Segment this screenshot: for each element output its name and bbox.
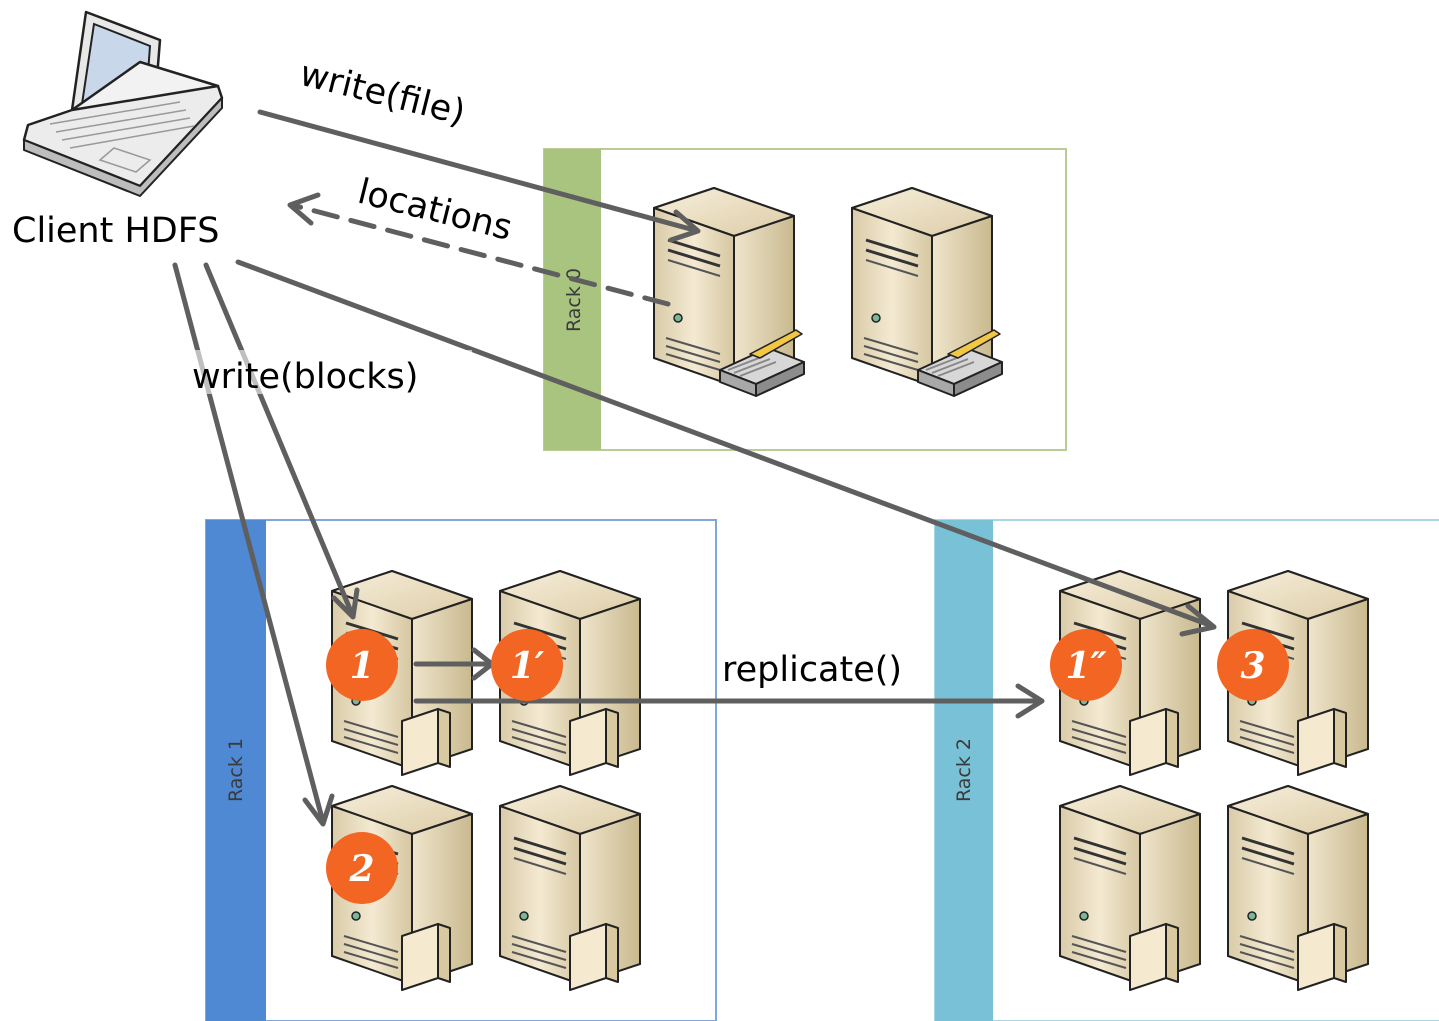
rack-2-band [935, 520, 993, 1021]
arrow-locations-head [287, 192, 321, 226]
arrow-write-blocks-1 [203, 262, 355, 617]
arrow-write-blocks-2-head [302, 793, 335, 827]
arrow-locations [293, 203, 671, 307]
rack-1-label: Rack 1 [225, 738, 247, 802]
label-write-file: write(file) [296, 54, 469, 134]
server-rack2-c [1058, 784, 1202, 991]
block-badge-1-double-prime-text: 1″ [1065, 645, 1106, 687]
block-badge-1-text: 1 [349, 645, 374, 687]
arrow-write-file-head [668, 209, 701, 243]
label-write-blocks: write(blocks) [192, 357, 418, 397]
arrow-write-file [257, 109, 697, 233]
server-rack0-a [652, 186, 805, 397]
block-badge-2: 2 [326, 832, 398, 904]
rack-1-band [206, 520, 266, 1021]
label-locations: locations [354, 172, 516, 249]
rack-2-label: Rack 2 [953, 738, 975, 802]
server-rack0-b [850, 186, 1003, 397]
client-label: Client HDFS [12, 211, 219, 251]
arrow-write-blocks-1-head [331, 587, 360, 620]
label-replicate: replicate() [722, 650, 902, 690]
block-badge-1-prime: 1′ [491, 629, 563, 701]
block-badge-2-text: 2 [348, 848, 374, 890]
laptop-icon [22, 10, 224, 197]
arrow-write-block-3 [235, 259, 1215, 629]
block-badge-1: 1 [326, 629, 398, 701]
write-blocks-label-bg [190, 350, 472, 394]
block-badge-3: 3 [1217, 629, 1289, 701]
block-badge-1-prime-text: 1′ [510, 645, 545, 687]
rack-0-label: Rack 0 [563, 268, 585, 332]
block-badge-1-double-prime: 1″ [1050, 629, 1122, 701]
arrow-write-block-3-head [1179, 603, 1217, 637]
server-rack1-d [498, 784, 642, 991]
arrow-replicate-remote-head [1015, 683, 1045, 719]
server-rack2-d [1226, 784, 1370, 991]
block-badge-3-text: 3 [1240, 645, 1265, 687]
